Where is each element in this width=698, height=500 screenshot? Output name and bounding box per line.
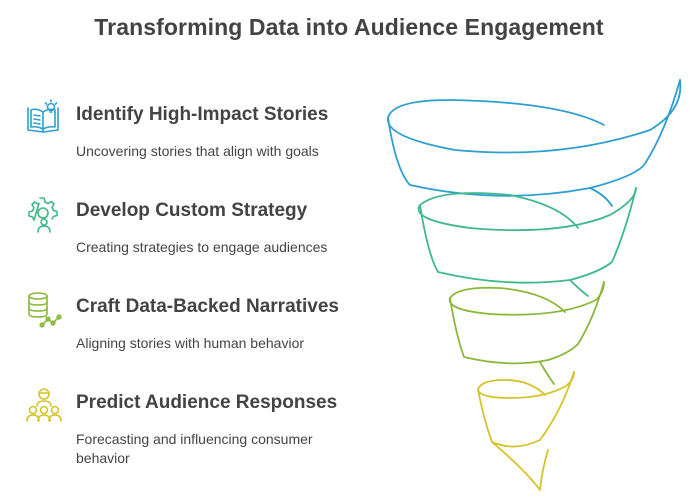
database-chart-icon xyxy=(28,292,62,328)
funnel-tier-1 xyxy=(387,79,682,207)
funnel-tier-3 xyxy=(448,281,605,385)
step-heading: Identify High-Impact Stories xyxy=(76,104,329,125)
step-description: Creating strategies to engage audiences xyxy=(76,239,328,255)
book-lightbulb-icon xyxy=(27,99,59,133)
step-description: Uncovering stories that align with goals xyxy=(76,143,319,159)
funnel-tier-4 xyxy=(477,371,575,491)
page-title: Transforming Data into Audience Engageme… xyxy=(94,14,604,40)
step-heading: Predict Audience Responses xyxy=(76,392,338,413)
audience-group-icon xyxy=(26,388,62,422)
step-heading: Craft Data-Backed Narratives xyxy=(76,296,339,317)
step-description: Forecasting and influencing consumer beh… xyxy=(76,431,313,466)
step-heading: Develop Custom Strategy xyxy=(76,200,308,221)
step-description: Aligning stories with human behavior xyxy=(76,335,305,351)
gear-person-icon xyxy=(28,197,58,233)
spiral-funnel xyxy=(387,79,682,491)
funnel-tier-2 xyxy=(417,187,637,297)
